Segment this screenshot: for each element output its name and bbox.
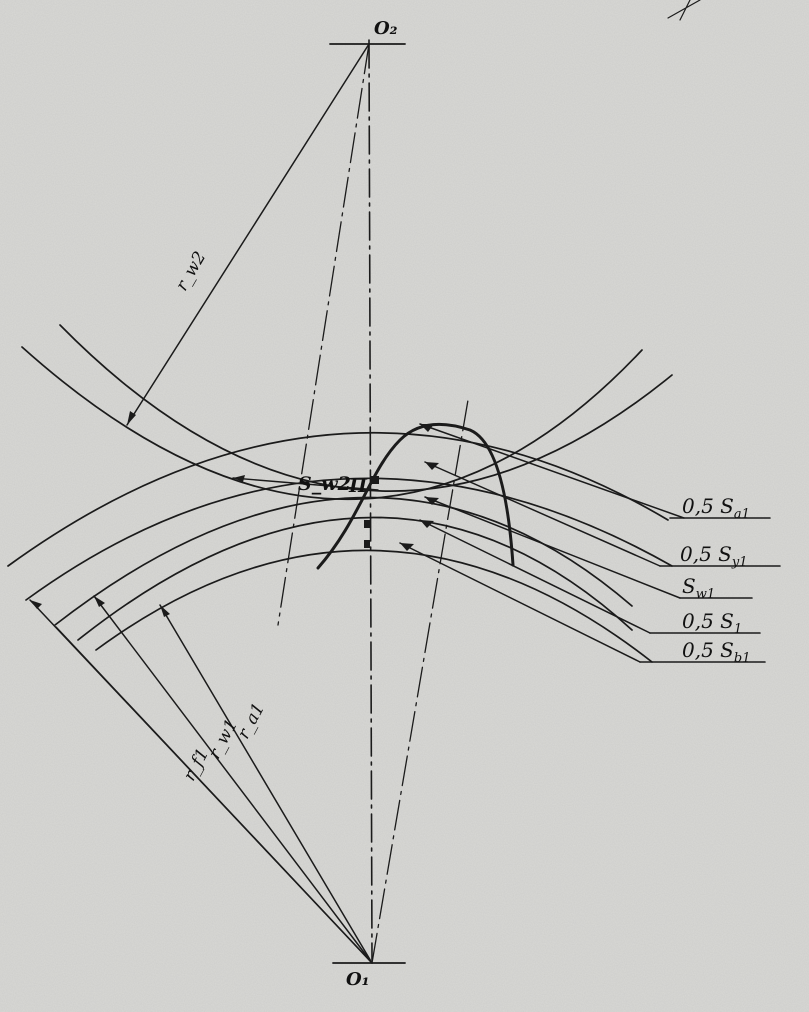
center-o2-label: O₂	[374, 18, 398, 39]
radius-line-rw2	[126, 43, 370, 426]
leader-line-s1	[419, 519, 651, 634]
radius-line-ra1	[159, 604, 373, 964]
leader-line-sw1	[424, 496, 681, 599]
rw2-arrow	[127, 411, 136, 425]
arrow-sw1	[425, 497, 439, 505]
leader-line-sy1	[424, 461, 661, 567]
gear2-pitch-circle	[21, 346, 643, 501]
gear1-circle-3	[54, 496, 633, 626]
gear1-tip-circle	[7, 432, 669, 567]
center-o1-label: O₁	[346, 969, 370, 990]
ra1-arrow	[160, 605, 170, 617]
center-axis	[368, 39, 373, 961]
radius-line-extra	[55, 626, 373, 964]
tooth-mark-2	[364, 540, 370, 548]
gear1-root-circle	[95, 549, 653, 663]
radius-line-rw1	[93, 595, 373, 964]
label-sb1: 0,5 Sb1	[682, 638, 750, 666]
sw2-dimension-line	[232, 477, 379, 491]
corner-mark	[667, 0, 701, 21]
rw1-arrow	[94, 596, 105, 607]
pitch-point-marker	[371, 476, 379, 484]
leader-line-sa1	[419, 423, 685, 519]
label-sa1: 0,5 Sa1	[682, 494, 750, 522]
sw2-label: S_w2	[298, 473, 351, 495]
arrow-sy1	[425, 462, 439, 470]
pitch-point-label: П	[348, 475, 368, 497]
rf1-arrow	[30, 600, 42, 609]
gear1-pitch-circle	[25, 477, 673, 601]
label-sy1: 0,5 Sy1	[680, 542, 748, 570]
arrow-sa1	[420, 424, 434, 432]
tooth-center-line-o2	[277, 43, 370, 626]
arrow-s1	[420, 520, 434, 528]
tooth-center-line-o1	[371, 399, 469, 964]
tooth-mark-1	[364, 520, 370, 528]
label-s1: 0,5 S1	[682, 609, 742, 637]
label-sw1: Sw1	[682, 574, 715, 602]
gear1-circle-4	[77, 516, 633, 641]
gear2-tip-circle	[59, 324, 673, 492]
leader-line-sb1	[399, 542, 641, 663]
sw2-arrow	[233, 475, 245, 482]
arrow-sb1	[400, 543, 414, 551]
